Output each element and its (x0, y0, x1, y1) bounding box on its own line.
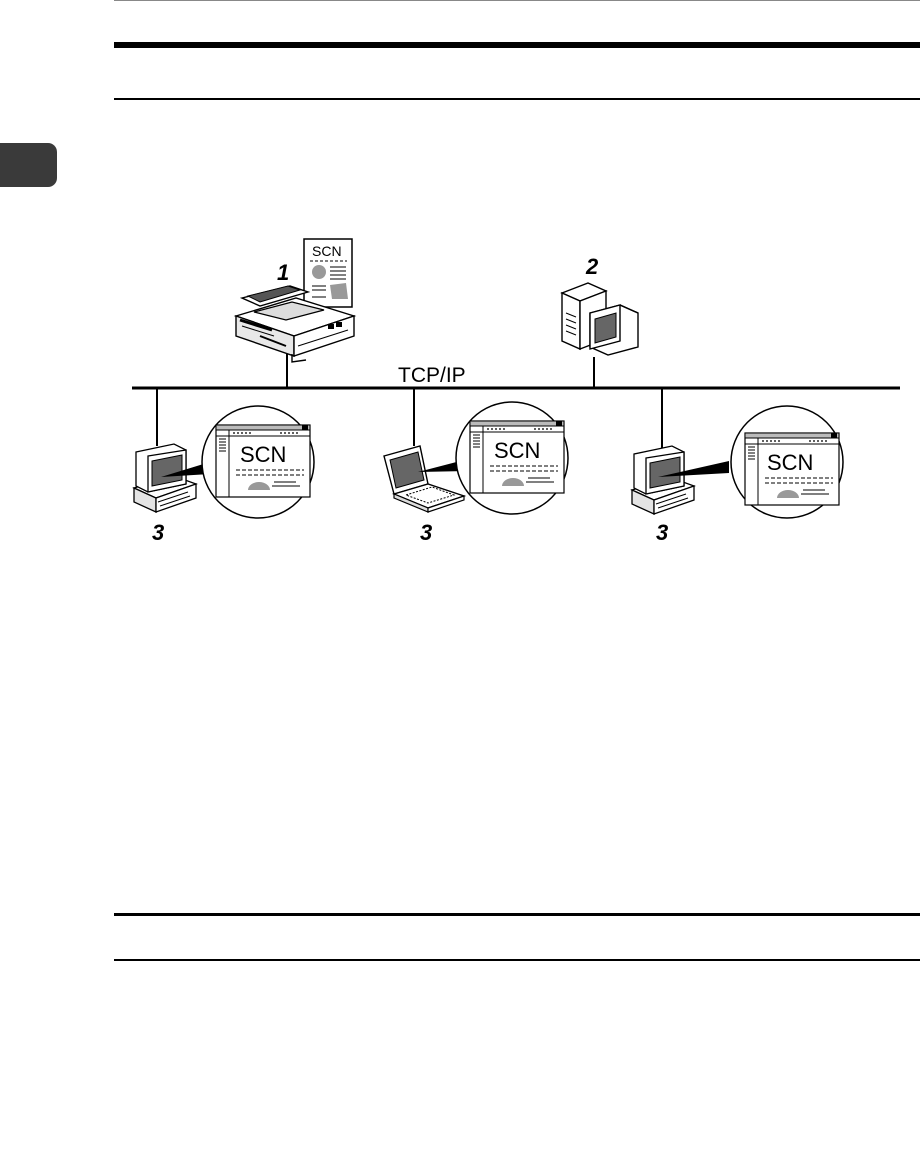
client-2-number: 3 (420, 520, 432, 545)
client-1-screen-text: SCN (240, 442, 286, 467)
client-laptop (384, 446, 464, 512)
scanner-number: 1 (277, 260, 289, 285)
client-3-screen-text: SCN (767, 450, 813, 475)
scanned-document-text: SCN (312, 243, 342, 259)
client-desktop-2 (632, 446, 694, 514)
client-2-screen-text: SCN (494, 438, 540, 463)
network-label: TCP/IP (398, 364, 466, 387)
server-number: 2 (585, 254, 599, 279)
client-1-number: 3 (152, 520, 164, 545)
client-desktop-1 (134, 444, 196, 512)
client-3-number: 3 (656, 520, 668, 545)
scanned-document: SCN (304, 239, 352, 307)
server-device (562, 283, 638, 355)
